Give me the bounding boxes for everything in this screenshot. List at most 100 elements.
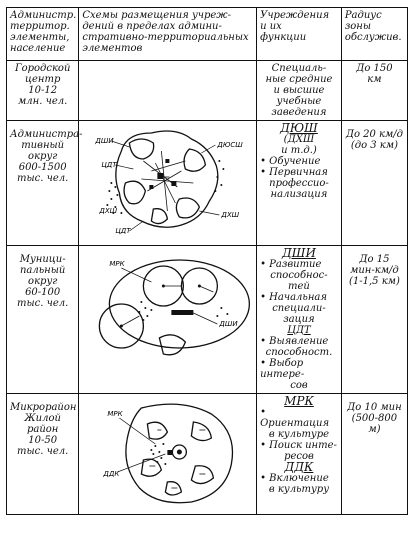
header-radius: Радиус зоны обслужив. (340, 7, 409, 61)
unit-text: округ (28, 276, 58, 287)
unit-text: Микрорайон (10, 402, 77, 413)
unit-text: центр (24, 74, 61, 85)
unit-cell: Муници- пальный округ 60-100 тыс. чел. (5, 245, 80, 394)
zone-shape (165, 481, 183, 496)
functions-cell: МРК • Ориентация в культуре • Поиск инте… (256, 393, 342, 515)
unit-cell: Администра- тивный округ 600-1500 тыс. ч… (5, 120, 83, 246)
unit-text: 10-12 (28, 85, 58, 96)
function-text: зация (283, 314, 315, 325)
header-text: функции (260, 32, 307, 43)
header-text: Учреждения (260, 10, 330, 21)
function-text: • Развитие (260, 259, 322, 270)
unit-text: пальный (19, 265, 66, 276)
function-title: и т.д.) (281, 145, 317, 156)
function-text: способнос- (270, 270, 328, 281)
function-title: ДШИ (282, 246, 316, 260)
unit-text: тыс. чел. (17, 446, 69, 457)
map-label: ЦДТ (102, 161, 118, 169)
table-row: Администра- тивный округ 600-1500 тыс. ч… (5, 120, 409, 246)
header-scheme: Схемы размещения учреж- дений в пределах… (78, 7, 258, 61)
header-text: территор. (10, 21, 70, 32)
header-text: обслужив. (344, 32, 402, 43)
function-text: учебные (276, 96, 322, 107)
map-label: ДХШ (99, 207, 118, 215)
header-unit: Администр. территор. элементы, население (5, 7, 80, 61)
header-text: элементов (82, 43, 143, 54)
scheme-cell: ДШИ ЦДТ ДЮСШ ДХШ ДХШ ЦДТ (78, 120, 258, 246)
function-text: тей (288, 281, 310, 292)
radius-text: мин-км/д (350, 265, 399, 276)
map-label: ДЮСШ (217, 141, 244, 149)
function-title: (ДХШ (283, 134, 315, 145)
function-text: заведения (271, 107, 327, 118)
radius-text: (500-800 м) (351, 413, 398, 435)
service-radius-circle (143, 265, 185, 307)
unit-cell: Микрорайон Жилой район 10-50 тыс. чел. (5, 393, 80, 515)
map-label: ЦДТ (116, 227, 132, 235)
function-text: • Ориентация (260, 407, 330, 429)
function-text: • Обучение (260, 156, 321, 167)
function-text: ресов (284, 451, 314, 462)
table-row: Микрорайон Жилой район 10-50 тыс. чел. (5, 393, 409, 515)
function-text: • Включение (260, 473, 329, 484)
function-text: • Выбор интере- (260, 358, 305, 380)
unit-text: район (26, 424, 59, 435)
radius-cell: До 150 км (340, 60, 409, 121)
zone-shape (176, 197, 201, 219)
function-title: ДДК (284, 460, 314, 474)
function-text: профессио- (269, 178, 329, 189)
radius-text: До 15 (359, 254, 390, 265)
header-text: дений в пределах админи- (82, 21, 222, 32)
function-text: • Поиск инте- (260, 440, 337, 451)
function-text: • Выявление (260, 336, 329, 347)
unit-text: 600-1500 (18, 162, 67, 173)
radius-cell: До 15 мин-км/д (1-1,5 км) (340, 245, 409, 394)
unit-text: 10-50 (28, 435, 58, 446)
zone-shape (123, 180, 147, 205)
functions-cell: ДШИ • Развитие способнос- тей • Начальна… (256, 245, 342, 394)
function-text: в культуре (268, 429, 330, 440)
unit-text: 60-100 (25, 287, 61, 298)
district-boundary (109, 259, 251, 349)
district-boundary (115, 130, 219, 228)
header-row: Администр. территор. элементы, население… (5, 7, 409, 61)
function-text: специали- (272, 303, 326, 314)
header-text: Схемы размещения учреж- (82, 10, 232, 21)
map-label: ДДК (103, 470, 121, 478)
zoning-table: Администр. территор. элементы, население… (5, 7, 409, 515)
unit-text: тыс. чел. (17, 173, 69, 184)
unit-text: Администра- (10, 129, 83, 140)
radius-text: До 10 мин (347, 402, 402, 413)
radius-text: (до 3 км) (350, 140, 398, 151)
map-label: ДШИ (95, 137, 115, 145)
service-radius-circle (99, 303, 145, 349)
radius-cell: До 10 мин (500-800 м) (340, 393, 409, 515)
table-row: Городской центр 10-12 млн. чел. Специаль… (5, 60, 409, 121)
header-text: Радиус (344, 10, 382, 21)
function-text: сов (290, 380, 308, 391)
zone-shape (147, 421, 169, 440)
unit-text: Муници- (19, 254, 66, 265)
header-text: стративно-территориальных (82, 32, 249, 43)
radius-text: До 150 (356, 63, 393, 74)
admin-okrug-scheme: ДШИ ЦДТ ДЮСШ ДХШ ДХШ ЦДТ (95, 130, 244, 235)
map-label: МРК (108, 410, 124, 418)
header-functions: Учреждения и их функции (256, 7, 342, 61)
unit-text: округ (28, 151, 58, 162)
header-text: зоны (344, 21, 372, 32)
radius-text: До 20 км/д (345, 129, 404, 140)
scheme-cell: МРК ДДК (78, 393, 258, 515)
unit-text: Городской (14, 63, 71, 74)
radius-text: км (367, 74, 382, 85)
functions-cell: ДЮШ (ДХШ и т.д.) • Обучение • Первичная … (256, 120, 342, 246)
zone-shape (158, 334, 187, 356)
map-label: ДШИ (219, 320, 239, 328)
function-title: МРК (284, 394, 314, 408)
function-text: нализация (270, 189, 328, 200)
scheme-cell-empty (78, 60, 258, 121)
unit-text: Жилой (24, 413, 61, 424)
zone-shape (183, 148, 207, 172)
radius-cell: До 20 км/д (до 3 км) (340, 120, 409, 246)
header-text: население (10, 43, 66, 54)
